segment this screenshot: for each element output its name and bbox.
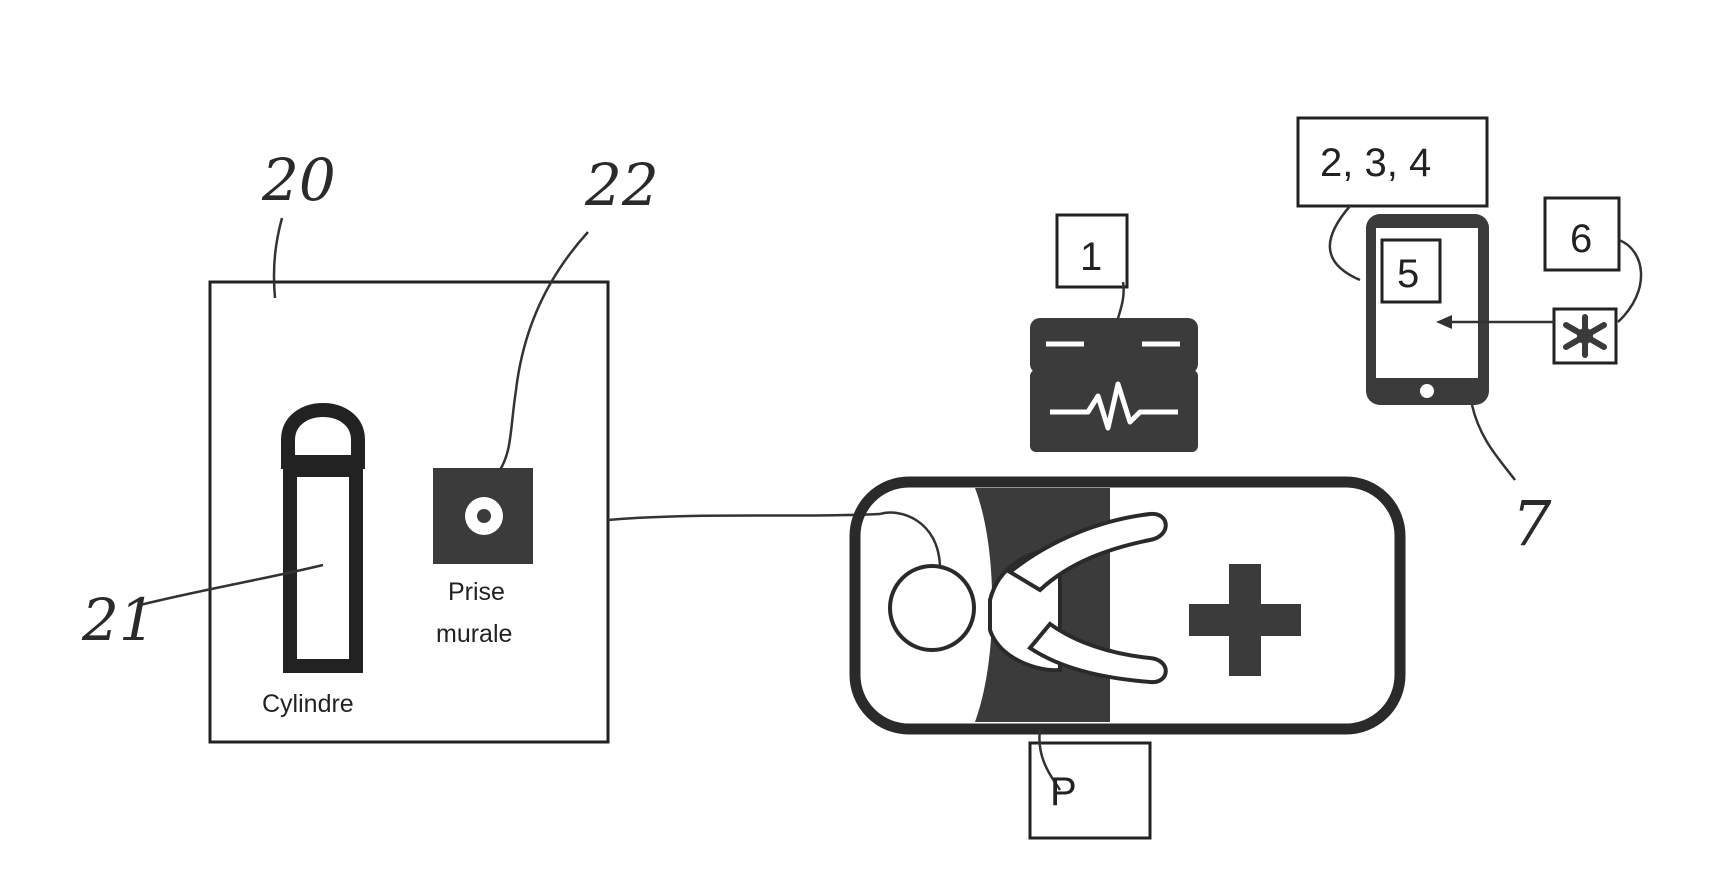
monitor-icon	[1030, 318, 1198, 452]
gas-supply-box	[210, 218, 608, 742]
ref-label-7: 7	[1512, 487, 1552, 560]
outlet-label-line2: murale	[436, 620, 512, 648]
outlet-label-line1: Prise	[448, 578, 505, 606]
ref-label-20: 20	[261, 146, 336, 214]
supply-line	[608, 514, 880, 520]
ref-label-p: P	[1050, 770, 1077, 814]
patient-ref-box	[1030, 730, 1150, 838]
ref-label-5: 5	[1397, 252, 1419, 296]
ref-label-6: 6	[1570, 217, 1592, 261]
ref-label-21: 21	[81, 586, 156, 654]
patient-bed-icon	[855, 482, 1400, 729]
ref-label-2-3-4: 2, 3, 4	[1320, 141, 1431, 185]
cylinder-icon	[140, 410, 358, 666]
sensor-ref-box	[1545, 198, 1641, 322]
sensor-icon	[1554, 309, 1616, 363]
cylinder-label: Cylindre	[262, 690, 354, 718]
ref-label-1: 1	[1080, 235, 1102, 279]
ref-label-22: 22	[584, 151, 659, 219]
